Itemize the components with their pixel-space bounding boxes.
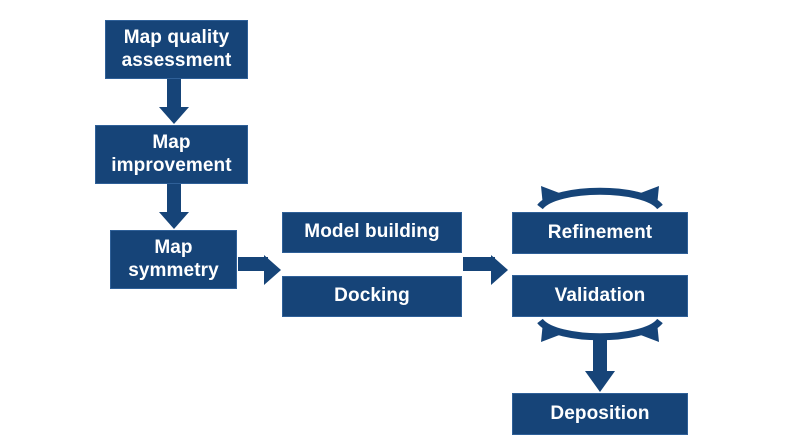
cycle-arc-top (537, 187, 663, 210)
node-map-symmetry[interactable]: Map symmetry (110, 230, 237, 289)
cycle-arc-top-arrowheads (541, 186, 659, 206)
node-docking[interactable]: Docking (282, 276, 462, 317)
arrow-improvement-to-symmetry (159, 184, 189, 229)
node-deposition[interactable]: Deposition (512, 393, 688, 435)
node-map-symmetry-label: Map symmetry (128, 237, 219, 281)
arrow-quality-to-improvement (159, 79, 189, 124)
node-model-building-label: Model building (304, 221, 440, 243)
node-validation[interactable]: Validation (512, 275, 688, 317)
node-refinement[interactable]: Refinement (512, 212, 688, 254)
arrow-cycle-to-deposition (585, 335, 615, 392)
node-map-improvement[interactable]: Map improvement (95, 125, 248, 184)
node-refinement-label: Refinement (547, 221, 653, 243)
cycle-arc-bottom-arrowheads (541, 322, 659, 342)
node-map-improvement-label: Map improvement (111, 132, 232, 176)
arrow-symmetry-to-building (238, 255, 281, 285)
cycle-arc-bottom (537, 318, 663, 341)
node-map-quality-assessment[interactable]: Map quality assessment (105, 20, 248, 79)
node-docking-label: Docking (334, 285, 410, 307)
node-map-quality-assessment-label: Map quality assessment (121, 27, 232, 71)
node-model-building[interactable]: Model building (282, 212, 462, 253)
arrow-building-to-refinement (463, 255, 508, 285)
node-deposition-label: Deposition (550, 402, 650, 424)
node-validation-label: Validation (554, 284, 646, 306)
